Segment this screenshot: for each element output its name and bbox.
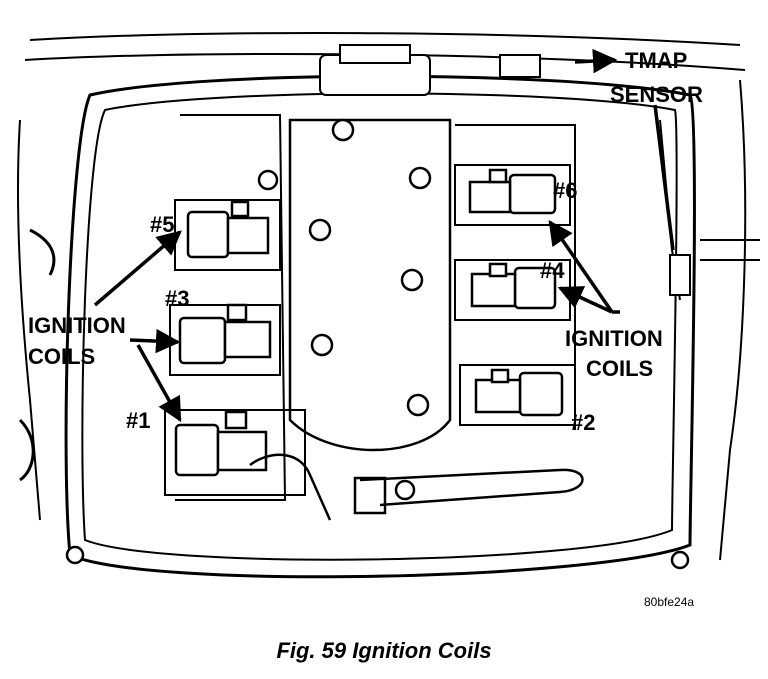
fuel-rail-bracket <box>353 468 584 515</box>
coil-2-label: #2 <box>571 410 595 435</box>
engine-bay-outline <box>17 32 760 561</box>
callout-arrows <box>93 48 675 423</box>
coil-5-label: #5 <box>150 212 174 237</box>
coil-1-body <box>174 410 332 521</box>
coil-3-label: #3 <box>165 286 189 311</box>
coil-4-body <box>470 262 557 310</box>
coil-4-label: #4 <box>540 258 565 283</box>
coil-1-label: #1 <box>126 408 150 433</box>
tmap-label-line1: TMAP <box>625 48 687 73</box>
intake-manifold <box>64 74 696 579</box>
tmap-sensor <box>659 119 691 301</box>
ignition-coils-left-line2: COILS <box>28 344 95 369</box>
coil-6-label: #6 <box>553 178 577 203</box>
ignition-coils-left-line1: IGNITION <box>28 313 126 338</box>
figure-caption: Fig. 59 Ignition Coils <box>276 638 492 663</box>
ignition-coils-right-line1: IGNITION <box>565 326 663 351</box>
coil-2-body <box>474 368 564 417</box>
manifold-bolts <box>65 118 690 570</box>
figure-code: 80bfe24a <box>644 595 694 609</box>
plenum-center <box>288 118 452 452</box>
coil-6-body <box>468 168 557 215</box>
throttle-bracket <box>319 44 541 96</box>
coil-5-body <box>186 200 270 259</box>
coil-3-body <box>178 303 272 365</box>
ignition-coils-right-line2: COILS <box>586 356 653 381</box>
tmap-label-line2: SENSOR <box>610 82 703 107</box>
